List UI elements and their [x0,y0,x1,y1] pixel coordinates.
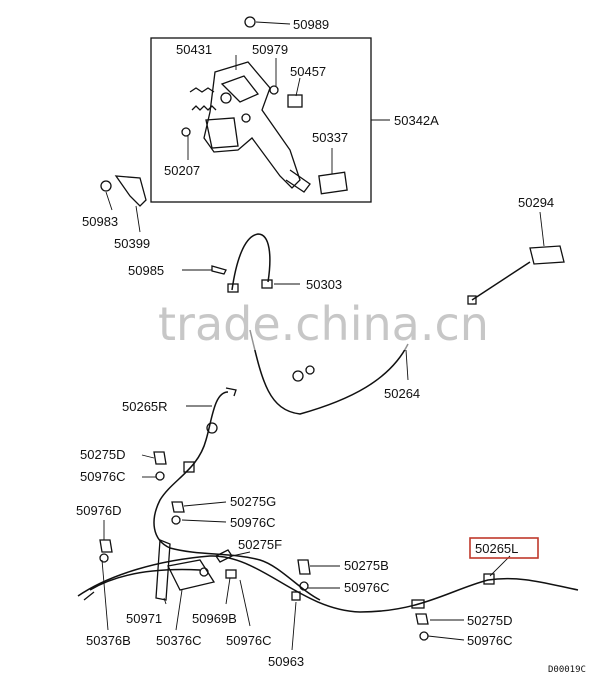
pad-50337 [318,171,348,195]
callout-50963: 50963 [268,654,304,669]
callout-50303: 50303 [306,277,342,292]
callout-50265L-highlight [469,537,539,559]
callout-50969B: 50969B [192,611,237,626]
callout-50275B: 50275B [344,558,389,573]
drawing-code: D00019C [548,665,586,675]
callout-50971: 50971 [126,611,162,626]
callout-50983: 50983 [82,214,118,229]
front-cable-50303 [231,233,271,291]
spring-drawing [189,87,217,111]
callout-50976D: 50976D [76,503,122,518]
bolt-50979 [269,85,279,95]
callout-50376C: 50376C [156,633,202,648]
callout-50275G: 50275G [230,494,276,509]
callout-50985: 50985 [128,263,164,278]
callout-50431: 50431 [176,42,212,57]
callout-50275F: 50275F [238,537,282,552]
callout-50264: 50264 [384,386,420,401]
equalizer-50294 [467,245,565,305]
callout-50337: 50337 [312,130,348,145]
callout-50976C-lower-right: 50976C [467,633,513,648]
callout-50207: 50207 [164,163,200,178]
callout-50976C-bottom: 50976C [226,633,272,648]
brake-lever-drawing [203,61,311,193]
callout-50976C-mid: 50976C [230,515,276,530]
callout-50979: 50979 [252,42,288,57]
watermark-backdrop [150,300,462,350]
cable-50264 [249,329,409,415]
callout-50976C-right: 50976C [344,580,390,595]
clip-50969B [225,569,237,579]
cable-50265R [153,391,321,601]
callout-50275D-lower: 50275D [467,613,513,628]
callout-50342A: 50342A [394,113,439,128]
callout-50989: 50989 [293,17,329,32]
callout-50275D-upper: 50275D [80,447,126,462]
nut-50989 [244,16,256,28]
bracket-50971 [155,539,171,601]
bracket-50376C [167,559,216,591]
callout-50457: 50457 [290,64,326,79]
clip-50985 [211,265,227,275]
callout-50265L: 50265L [475,541,518,556]
cable-50265L [77,555,579,613]
callout-50976C-upper: 50976C [80,469,126,484]
nut-50983 [100,180,112,192]
bracket-50457 [287,94,303,108]
callout-50376B: 50376B [86,633,131,648]
callout-50294: 50294 [518,195,554,210]
watermark: trade.china.cn [158,297,489,351]
leader-lines [101,21,545,651]
callout-50265R: 50265R [122,399,168,414]
link-50399 [114,175,147,207]
callout-50399: 50399 [114,236,150,251]
pin-50207 [181,127,191,137]
